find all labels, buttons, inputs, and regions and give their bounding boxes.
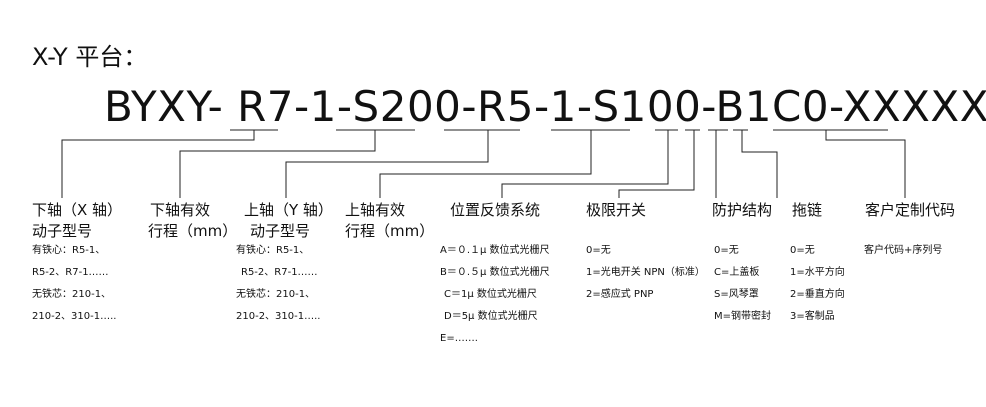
leader-col6: [618, 130, 695, 198]
leader-col2: [179, 130, 376, 198]
leader-col8: [741, 130, 778, 198]
col6-note: 1=光电开关 NPN（标准）: [586, 267, 705, 278]
col3-notes: 有铁心：R5-1、 R5-2、R7-1…… 无铁芯：210-1、 210-2、3…: [236, 240, 320, 328]
col1-note: R5-2、R7-1……: [32, 267, 109, 278]
col8-note: 1=水平方向: [790, 267, 845, 278]
col3-note: 210-2、310-1…..: [236, 311, 321, 322]
col4-header: 上轴有效 行程（mm）: [345, 200, 434, 242]
col7-header-line1: 防护结构: [712, 201, 773, 219]
col3-note: R5-2、R7-1……: [241, 267, 318, 278]
col5-note: A＝０.１μ 数位式光栅尺: [440, 245, 550, 256]
leader-col5: [501, 130, 669, 198]
col9-header: 客户定制代码: [865, 200, 955, 221]
col1-header-line2: 动子型号: [32, 222, 93, 240]
col3-header-line2: 动子型号: [250, 222, 311, 240]
col6-note: 0=无: [586, 245, 611, 256]
leader-col1: [61, 130, 255, 198]
col8-note: 3=客制品: [790, 311, 835, 322]
col7-note: 0=无: [714, 245, 739, 256]
col1-header: 下轴（X 轴） 动子型号: [32, 200, 122, 242]
model-code: BYXY- R7-1-S200-R5-1-S100-B1C0-XXXXX: [104, 82, 986, 131]
col6-header: 极限开关: [586, 200, 646, 221]
col1-note: 210-2、310-1…..: [32, 311, 117, 322]
col1-note: 无铁芯：210-1、: [32, 289, 112, 300]
col7-notes: 0=无 C=上盖板 S=风琴罩 M=钢带密封: [714, 240, 771, 328]
col9-header-line1: 客户定制代码: [865, 201, 956, 219]
col7-note: C=上盖板: [714, 267, 760, 278]
col5-header: 位置反馈系统: [450, 200, 540, 221]
col3-note: 无铁芯：210-1、: [236, 289, 316, 300]
col3-header-line1: 上轴（Y 轴）: [244, 201, 333, 219]
col7-note: S=风琴罩: [714, 289, 759, 300]
col5-note: D＝5μ 数位式光栅尺: [444, 311, 538, 322]
col8-header-line1: 拖链: [792, 201, 823, 219]
col6-notes: 0=无 1=光电开关 NPN（标准） 2=感应式 PNP: [586, 240, 705, 306]
col6-header-line1: 极限开关: [586, 201, 647, 219]
col7-header: 防护结构: [712, 200, 772, 221]
col4-header-line1: 上轴有效: [345, 201, 406, 219]
col1-header-line1: 下轴（X 轴）: [32, 201, 123, 219]
leader-col9: [825, 130, 906, 198]
col8-header: 拖链: [792, 200, 822, 221]
col5-header-line1: 位置反馈系统: [450, 201, 541, 219]
col9-notes: 客户代码+序列号: [864, 240, 942, 262]
col5-notes: A＝０.１μ 数位式光栅尺 B＝０.５μ 数位式光栅尺 C＝1μ 数位式光栅尺 …: [440, 240, 550, 350]
col4-header-line2: 行程（mm）: [345, 222, 435, 240]
col9-note: 客户代码+序列号: [864, 245, 943, 256]
col5-note: C＝1μ 数位式光栅尺: [444, 289, 537, 300]
leader-col4: [379, 130, 592, 198]
col3-header: 上轴（Y 轴） 动子型号: [244, 200, 333, 242]
col8-note: 0=无: [790, 245, 815, 256]
col8-notes: 0=无 1=水平方向 2=垂直方向 3=客制品: [790, 240, 845, 328]
col5-note: B＝０.５μ 数位式光栅尺: [440, 267, 550, 278]
col2-header-line1: 下轴有效: [150, 201, 211, 219]
col3-note: 有铁心：R5-1、: [236, 245, 310, 256]
diagram-title: X-Y 平台：: [32, 43, 148, 71]
col8-note: 2=垂直方向: [790, 289, 845, 300]
col7-note: M=钢带密封: [714, 311, 772, 322]
col1-note: 有铁心：R5-1、: [32, 245, 106, 256]
leader-col3: [285, 130, 489, 198]
col2-header-line2: 行程（mm）: [148, 222, 238, 240]
col6-note: 2=感应式 PNP: [586, 289, 654, 300]
col5-note: E=…….: [440, 333, 478, 344]
col1-notes: 有铁心：R5-1、 R5-2、R7-1…… 无铁芯：210-1、 210-2、3…: [32, 240, 116, 328]
col2-header: 下轴有效 行程（mm）: [148, 200, 237, 242]
